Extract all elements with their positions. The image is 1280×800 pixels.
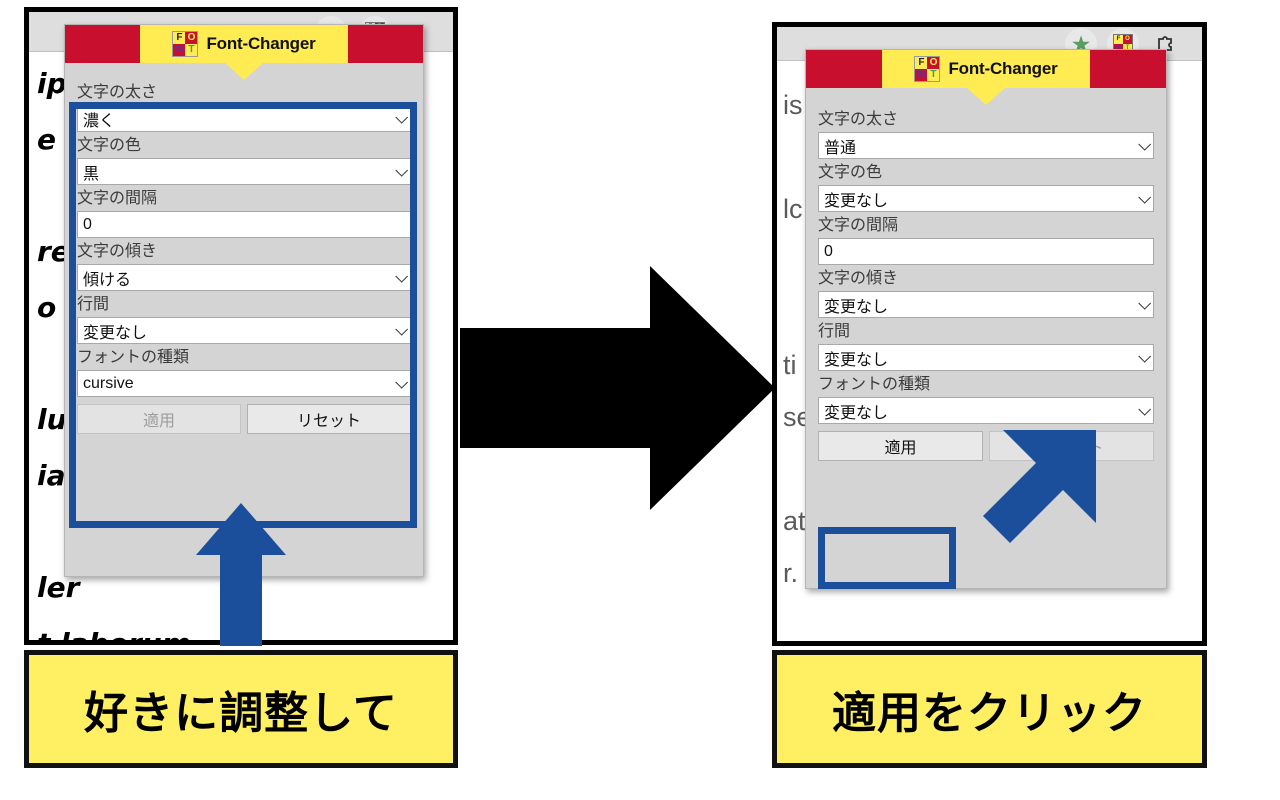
field-font-weight: 文字の太さ 濃く: [77, 81, 411, 132]
font-changer-logo-icon: F O N T: [914, 56, 941, 82]
logo-letter: O: [927, 57, 940, 69]
select-line-height[interactable]: 変更なし: [818, 344, 1154, 371]
select-font-family[interactable]: cursive: [77, 370, 411, 397]
select-font-family[interactable]: 変更なし: [818, 397, 1154, 424]
field-label-letter-spacing: 文字の間隔: [77, 190, 158, 207]
field-letter-spacing: 文字の間隔 0: [818, 214, 1154, 265]
field-label-font-style: 文字の傾き: [77, 243, 158, 260]
chevron-down-icon: [395, 163, 409, 177]
text-line: at: [783, 506, 806, 536]
caption-right: 適用をクリック: [772, 650, 1207, 768]
select-value: 変更なし: [824, 298, 889, 316]
field-label-font-weight: 文字の太さ: [818, 111, 899, 128]
select-value: 傾ける: [83, 271, 132, 289]
select-font-style[interactable]: 傾ける: [77, 264, 411, 291]
popup-button-row: 適用 リセット: [77, 404, 411, 434]
field-label-font-weight: 文字の太さ: [77, 84, 158, 101]
text-line: r.: [783, 558, 799, 588]
text-line: [783, 599, 1202, 641]
select-value: 黒: [83, 165, 100, 183]
chevron-down-icon: [1138, 137, 1152, 151]
field-label-letter-spacing: 文字の間隔: [818, 217, 899, 234]
select-value: 変更なし: [824, 351, 889, 369]
select-font-weight[interactable]: 普通: [818, 132, 1154, 159]
field-label-line-height: 行間: [77, 296, 110, 313]
popup-header: F O N T Font-Changer: [806, 50, 1166, 105]
field-font-color: 文字の色 変更なし: [818, 161, 1154, 212]
input-letter-spacing[interactable]: 0: [818, 238, 1154, 265]
popup-body: 文字の太さ 普通 文字の色 変更なし 文字の間隔 0: [806, 88, 1166, 469]
field-label-font-family: フォントの種類: [77, 349, 190, 366]
text-line: lc: [783, 194, 803, 224]
field-label-font-color: 文字の色: [77, 137, 142, 154]
chevron-down-icon: [395, 110, 409, 124]
logo-letter: F: [915, 57, 928, 69]
popup-notch: [225, 63, 263, 80]
page-content-text-right: is lc ti se at r. sunt in culpa orum: [783, 79, 1202, 641]
select-font-color[interactable]: 黒: [77, 158, 411, 185]
field-label-font-family: フォントの種類: [818, 376, 931, 393]
chevron-down-icon: [1138, 190, 1152, 204]
select-value: 変更なし: [824, 192, 889, 210]
chevron-down-icon: [1138, 349, 1152, 363]
chevron-down-icon: [395, 375, 409, 389]
popup-title-band: F O N T Font-Changer: [881, 50, 1091, 105]
input-value: 0: [83, 215, 92, 233]
logo-letter: T: [927, 69, 940, 81]
chevron-down-icon: [1138, 402, 1152, 416]
select-value: 変更なし: [824, 404, 889, 422]
popup-title: Font-Changer: [948, 59, 1058, 78]
chevron-down-icon: [1138, 296, 1152, 310]
select-value: 変更なし: [83, 324, 148, 342]
popup-title-band: F O N T Font-Changer: [140, 25, 348, 80]
select-font-color[interactable]: 変更なし: [818, 185, 1154, 212]
popup-title: Font-Changer: [206, 34, 316, 53]
field-label-font-color: 文字の色: [818, 164, 883, 181]
field-font-weight: 文字の太さ 普通: [818, 108, 1154, 159]
field-label-font-style: 文字の傾き: [818, 270, 899, 287]
popup-header: F O N T Font-Changer: [65, 25, 423, 80]
select-value: cursive: [83, 374, 134, 392]
field-font-style: 文字の傾き 傾ける: [77, 240, 411, 291]
field-line-height: 行間 変更なし: [818, 320, 1154, 371]
apply-button[interactable]: 適用: [818, 431, 983, 461]
transition-right-arrow: [460, 266, 775, 510]
field-font-family: フォントの種類 変更なし: [818, 373, 1154, 424]
field-font-style: 文字の傾き 変更なし: [818, 267, 1154, 318]
text-line: is: [783, 90, 803, 120]
popup-body: 文字の太さ 濃く 文字の色 黒 文字の間隔 0 文: [65, 63, 423, 442]
chevron-down-icon: [395, 322, 409, 336]
select-value: 普通: [824, 139, 857, 157]
chevron-down-icon: [395, 269, 409, 283]
extensions-puzzle-icon[interactable]: [1153, 32, 1177, 56]
up-arrow-annotation-left: [196, 503, 286, 646]
logo-letter: N: [915, 69, 928, 81]
font-changer-logo-icon: F O N T: [172, 31, 199, 57]
pointer-arrow-annotation-right: [983, 430, 1096, 543]
field-letter-spacing: 文字の間隔 0: [77, 187, 411, 238]
reset-button[interactable]: リセット: [247, 404, 411, 434]
input-value: 0: [824, 242, 833, 260]
logo-letter: T: [185, 44, 198, 56]
input-letter-spacing[interactable]: 0: [77, 211, 411, 238]
text-line: t laborum.: [37, 627, 202, 645]
logo-letter: F: [173, 32, 186, 44]
text-line: ti: [783, 350, 797, 380]
logo-letter: N: [173, 44, 186, 56]
logo-letter: O: [185, 32, 198, 44]
font-changer-popup-right: F O N T Font-Changer 文字の太さ 普通 文字の色: [805, 49, 1167, 589]
select-line-height[interactable]: 変更なし: [77, 317, 411, 344]
field-font-family: フォントの種類 cursive: [77, 346, 411, 397]
apply-button[interactable]: 適用: [77, 404, 241, 434]
field-label-line-height: 行間: [818, 323, 851, 340]
select-font-style[interactable]: 変更なし: [818, 291, 1154, 318]
field-line-height: 行間 変更なし: [77, 293, 411, 344]
field-font-color: 文字の色 黒: [77, 134, 411, 185]
popup-notch: [967, 88, 1005, 105]
select-value: 濃く: [83, 112, 116, 130]
font-changer-popup-left: F O N T Font-Changer 文字の太さ 濃く 文字の色: [64, 24, 424, 577]
caption-left: 好きに調整して: [24, 650, 458, 768]
select-font-weight[interactable]: 濃く: [77, 105, 411, 132]
